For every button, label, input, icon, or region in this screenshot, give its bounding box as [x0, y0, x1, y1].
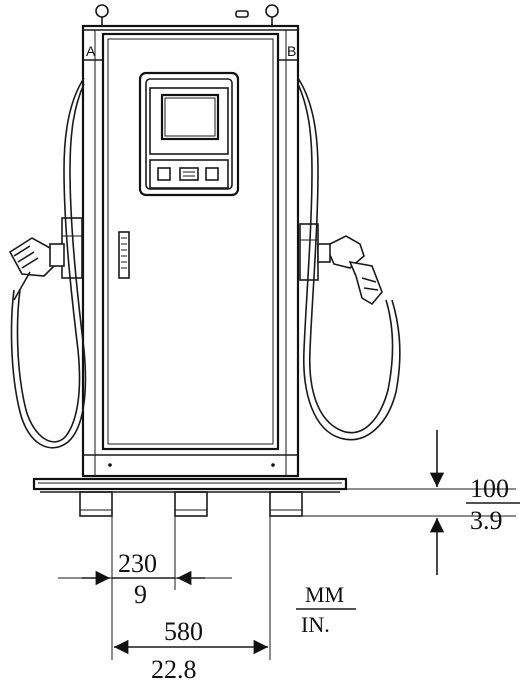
top-vent [235, 10, 249, 18]
dimension-foot-spacing [58, 492, 232, 660]
lifting-eye-right [265, 4, 279, 26]
base-height-mm: 100 [470, 474, 509, 503]
button-left [157, 167, 171, 181]
base-plate [32, 477, 348, 493]
cabinet-body [81, 24, 300, 478]
display-panel [138, 71, 240, 197]
left-charging-gun-icon [8, 237, 65, 301]
side-label-a: A [86, 43, 96, 59]
door-rivet-right [271, 463, 275, 467]
right-charging-cable [297, 77, 401, 441]
foot-width-in: 22.8 [151, 655, 197, 684]
base-height-in: 3.9 [470, 506, 503, 535]
lifting-eye-left [95, 4, 109, 26]
button-right [205, 167, 219, 181]
dimension-foot-width [114, 516, 271, 660]
right-charging-gun-icon [317, 235, 383, 306]
base-feet [79, 491, 303, 517]
touch-screen [160, 93, 220, 141]
control-buttons-row [149, 159, 229, 189]
side-label-b: B [287, 43, 296, 59]
unit-in: IN. [301, 612, 330, 637]
foot-spacing-mm: 230 [118, 549, 157, 578]
door-rivet-left [108, 463, 112, 467]
cabinet-door [101, 32, 280, 451]
foot-width-mm: 580 [164, 617, 203, 646]
card-reader-slot [179, 167, 199, 181]
left-charging-cable [10, 77, 87, 449]
door-handle [118, 231, 130, 279]
unit-mm: MM [305, 582, 344, 607]
dimension-base-height [300, 430, 520, 575]
foot-spacing-in: 9 [134, 580, 147, 609]
